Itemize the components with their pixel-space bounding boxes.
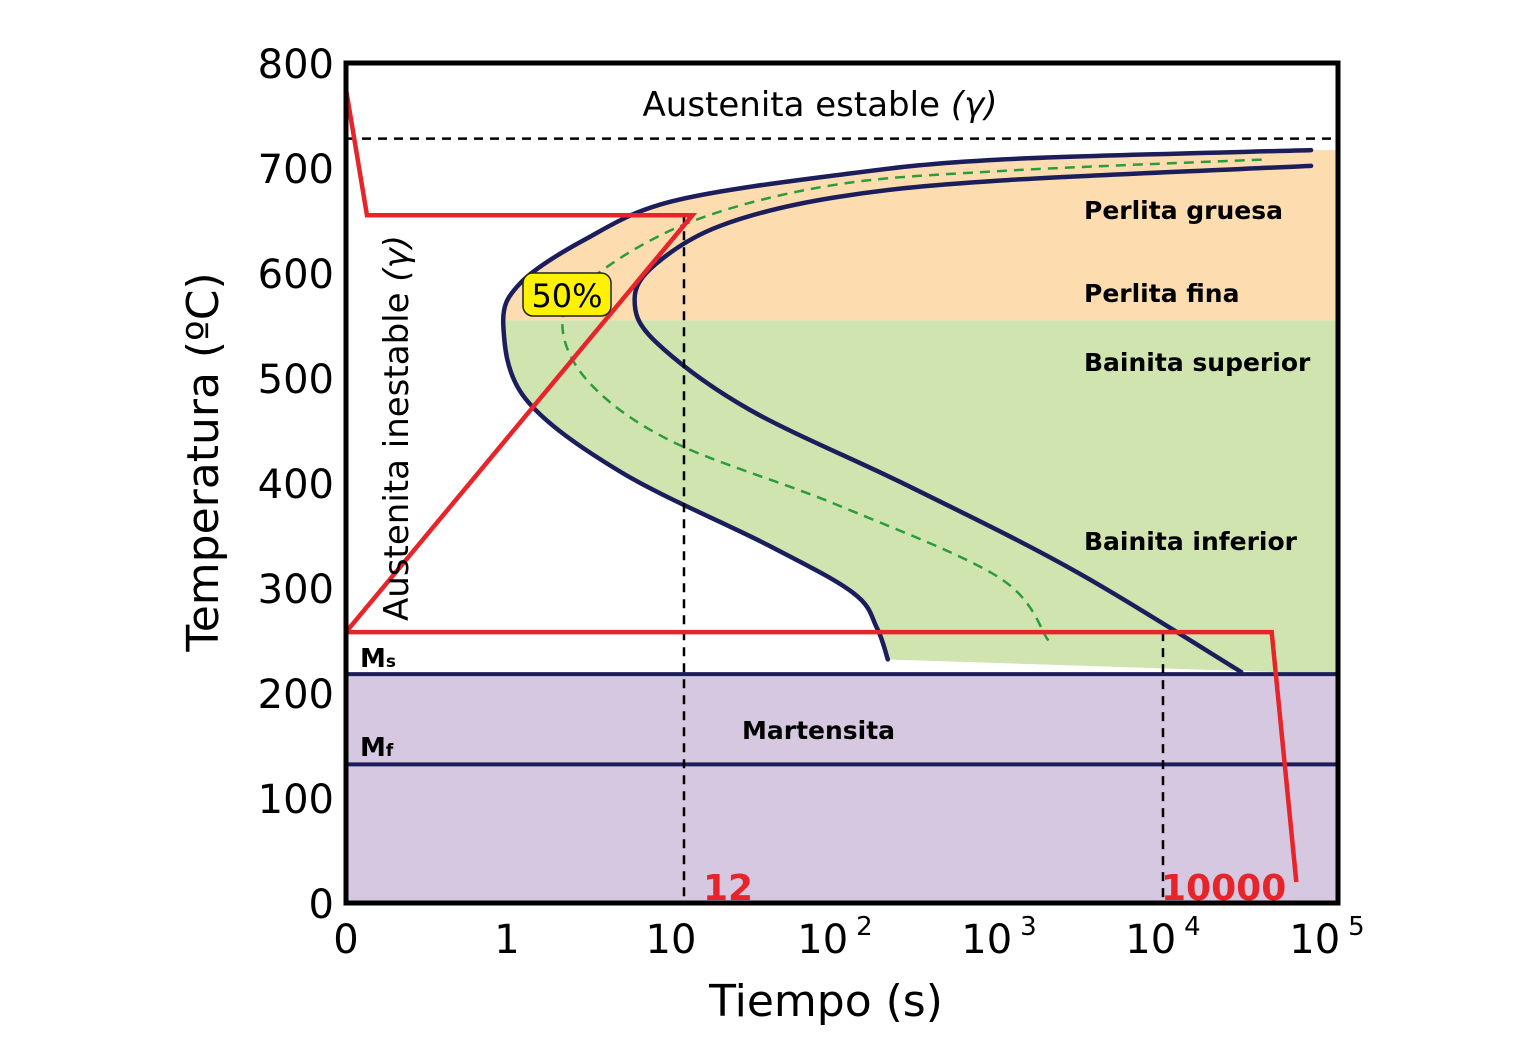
fifty-percent-badge: 50% (522, 272, 612, 317)
y-tick-label: 400 (258, 462, 334, 508)
unstable-austenite-label: Austenita inestable (γ) (377, 235, 417, 621)
bainite-region (503, 320, 1338, 675)
y-tick-label: 100 (258, 777, 334, 823)
x-tick-label: 1 (494, 917, 519, 963)
y-tick-label: 200 (258, 672, 334, 718)
y-tick-label: 700 (258, 147, 334, 193)
unstable-austenite-gap (346, 628, 888, 674)
treatment-path (343, 88, 698, 634)
time-markers (682, 215, 1165, 903)
y-axis-title: Temperatura (ºC) (178, 272, 229, 652)
upper-bainite-label: Bainita superior (1084, 348, 1311, 377)
x-axis-title: Tiempo (s) (708, 976, 943, 1027)
stable-austenite-label: Austenita estable (γ) (643, 85, 998, 125)
lower-bainite-label: Bainita inferior (1084, 527, 1298, 556)
x-tick-label: 0 (333, 917, 358, 963)
y-tick-labels: 0 100 200 300 400 500 600 700 800 (258, 42, 334, 928)
treatment-path (346, 629, 1299, 883)
y-tick-label: 800 (258, 42, 334, 88)
y-tick-label: 0 (309, 882, 334, 928)
ms-label: Ms (360, 644, 396, 674)
martensite-region (346, 674, 1338, 903)
transformation-end-curve (632, 163, 1314, 675)
transformation-start-curve (500, 147, 1314, 662)
x-tick-label: 10 (646, 917, 697, 963)
svg-text:50%: 50% (531, 277, 602, 315)
y-tick-label: 600 (258, 252, 334, 298)
heat-treatment-paths (343, 88, 1299, 883)
y-tick-label: 300 (258, 567, 334, 613)
martensite-label: Martensita (742, 716, 895, 745)
mf-label: Mf (360, 733, 394, 763)
y-tick-label: 500 (258, 357, 334, 403)
coarse-pearlite-label: Perlita gruesa (1084, 196, 1283, 225)
time-annotation-10000: 10000 (1161, 868, 1286, 909)
pearlite-region (503, 150, 1338, 321)
plot-frame (343, 60, 1341, 906)
fine-pearlite-label: Perlita fina (1084, 279, 1239, 308)
time-annotation-12: 12 (703, 868, 753, 909)
